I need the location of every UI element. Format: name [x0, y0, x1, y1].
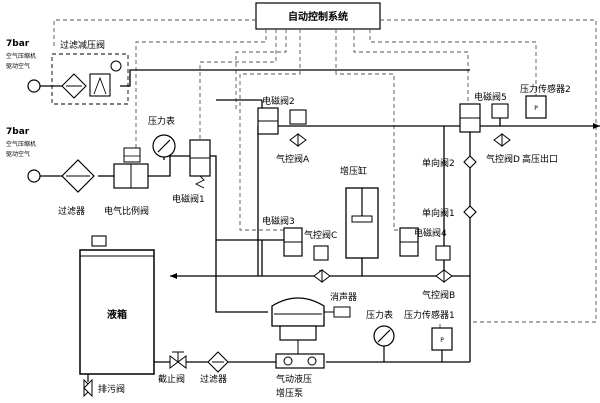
- pressure-sensor-2: P 压力传感器2 高压出口: [520, 83, 571, 165]
- solenoid-valve-3: 电磁阀3: [262, 215, 329, 261]
- filter-reducer-valve: 过滤减压阀: [51, 39, 129, 105]
- pressure-sensor-2-label: 压力传感器2: [520, 83, 571, 95]
- pneumatic-valve-c-label: 气控阀C: [304, 229, 337, 241]
- check-valve-2: 单向阀2: [422, 155, 477, 169]
- source-2-label2: 驱动空气: [6, 150, 30, 158]
- stop-valve-label: 截止阀: [158, 373, 185, 385]
- fluid-tank: 液箱: [79, 235, 155, 375]
- control-system-title: 自动控制系统: [288, 10, 348, 23]
- solenoid-valve-3-coil: [313, 245, 329, 261]
- solenoid-valve-2-coil: [289, 109, 307, 125]
- pneumatic-valve-a: 气控阀A: [276, 133, 310, 165]
- solenoid-valve-2-label: 电磁阀2: [262, 95, 295, 107]
- solenoid-valve-4-coil: [435, 245, 451, 261]
- pressure-gauge-bottom: 压力表: [366, 309, 395, 362]
- solenoid-valve-5-coil: [491, 103, 509, 119]
- filter: 过滤器: [58, 159, 95, 217]
- solenoid-valve-4: 电磁阀4: [399, 227, 451, 261]
- gauge-bottom-label: 压力表: [366, 309, 393, 321]
- pump-head: [271, 297, 325, 327]
- filter-reducer-frame: [51, 53, 129, 105]
- high-pressure-outlet-label: 高压出口: [522, 153, 558, 165]
- pneumatic-valve-c: 气控阀C: [304, 229, 337, 283]
- reducer-gauge-icon: [110, 60, 122, 72]
- check-valve-1-label: 单向阀1: [422, 207, 455, 219]
- pressure-gauge-top: 压力表: [148, 115, 176, 158]
- solenoid-valve-2: 电磁阀2: [257, 95, 307, 135]
- drain-valve: 排污阀: [83, 374, 125, 398]
- source-2-label1: 空气压缩机: [6, 140, 36, 148]
- silencer-icon: [333, 306, 351, 318]
- filter-label: 过滤器: [58, 205, 85, 217]
- solenoid-valve-1-label: 电磁阀1: [172, 193, 205, 205]
- pump-label-1: 气动液压: [276, 373, 312, 385]
- pressure-sensor-1-symbol: P: [440, 337, 444, 344]
- pneumatic-valve-d-label: 气控阀D: [486, 153, 520, 165]
- filter-reducer-label: 过滤减压阀: [60, 39, 105, 51]
- pressure-sensor-1: P 压力传感器1: [404, 309, 455, 362]
- pressure-sensor-2-icon: [525, 95, 547, 119]
- air-source-2: 7bar 空气压缩机 驱动空气: [6, 127, 41, 183]
- gauge-top-label: 压力表: [148, 115, 175, 127]
- control-signal-lines: [53, 19, 597, 328]
- control-system-group: 自动控制系统: [255, 2, 381, 30]
- pump-base: [275, 353, 325, 369]
- source-1-label2: 驱动空气: [6, 62, 30, 70]
- tank-body: [79, 249, 155, 375]
- tank-label: 液箱: [107, 308, 127, 321]
- check-valve-2-label: 单向阀2: [422, 157, 455, 169]
- solenoid-valve-1: 电磁阀1: [172, 139, 211, 205]
- solenoid-valve-3-label: 电磁阀3: [262, 215, 295, 227]
- pneumatic-valve-b-label: 气控阀B: [422, 289, 455, 301]
- proportional-valve-actuator: [123, 147, 141, 163]
- source-1-pressure: 7bar: [6, 39, 30, 49]
- check-valve-1-icon: [463, 205, 477, 219]
- tank-cap-icon: [91, 235, 107, 247]
- check-valve-2-icon: [463, 155, 477, 169]
- pressure-sensor-1-icon: [431, 327, 453, 351]
- booster-cylinder: 增压缸: [340, 165, 379, 259]
- pneumatic-valve-b: 气控阀B: [422, 269, 455, 301]
- source-1-port: [27, 79, 41, 93]
- booster-cylinder-label: 增压缸: [340, 165, 367, 177]
- stop-valve: 截止阀: [158, 351, 187, 385]
- source-1-label1: 空气压缩机: [6, 52, 36, 60]
- silencer: 消声器: [324, 291, 357, 318]
- pneumatic-valve-d: 气控阀D: [486, 133, 520, 165]
- pump-label-2: 增压泵: [276, 387, 303, 399]
- pneumatic-valve-a-label: 气控阀A: [276, 153, 310, 165]
- air-source-1: 7bar 空气压缩机 驱动空气: [6, 39, 41, 93]
- proportional-valve: 电气比例阀: [104, 147, 149, 217]
- control-system-box: [255, 2, 381, 30]
- source-2-pressure: 7bar: [6, 127, 30, 137]
- solenoid-valve-5-label: 电磁阀5: [474, 91, 507, 103]
- source-2-port: [27, 169, 41, 183]
- pressure-sensor-2-symbol: P: [534, 105, 538, 112]
- silencer-label: 消声器: [330, 291, 357, 303]
- solenoid-valve-5: 电磁阀5: [459, 91, 509, 133]
- solenoid-valve-4-label: 电磁阀4: [414, 227, 447, 239]
- filter-bottom-label: 过滤器: [200, 373, 227, 385]
- check-valve-1: 单向阀1: [422, 205, 477, 219]
- booster-pump: 气动液压 增压泵: [271, 297, 325, 399]
- proportional-valve-label: 电气比例阀: [104, 205, 149, 217]
- drain-valve-label: 排污阀: [98, 383, 125, 395]
- filter-bottom: 过滤器: [200, 351, 229, 385]
- pressure-sensor-1-label: 压力传感器1: [404, 309, 455, 321]
